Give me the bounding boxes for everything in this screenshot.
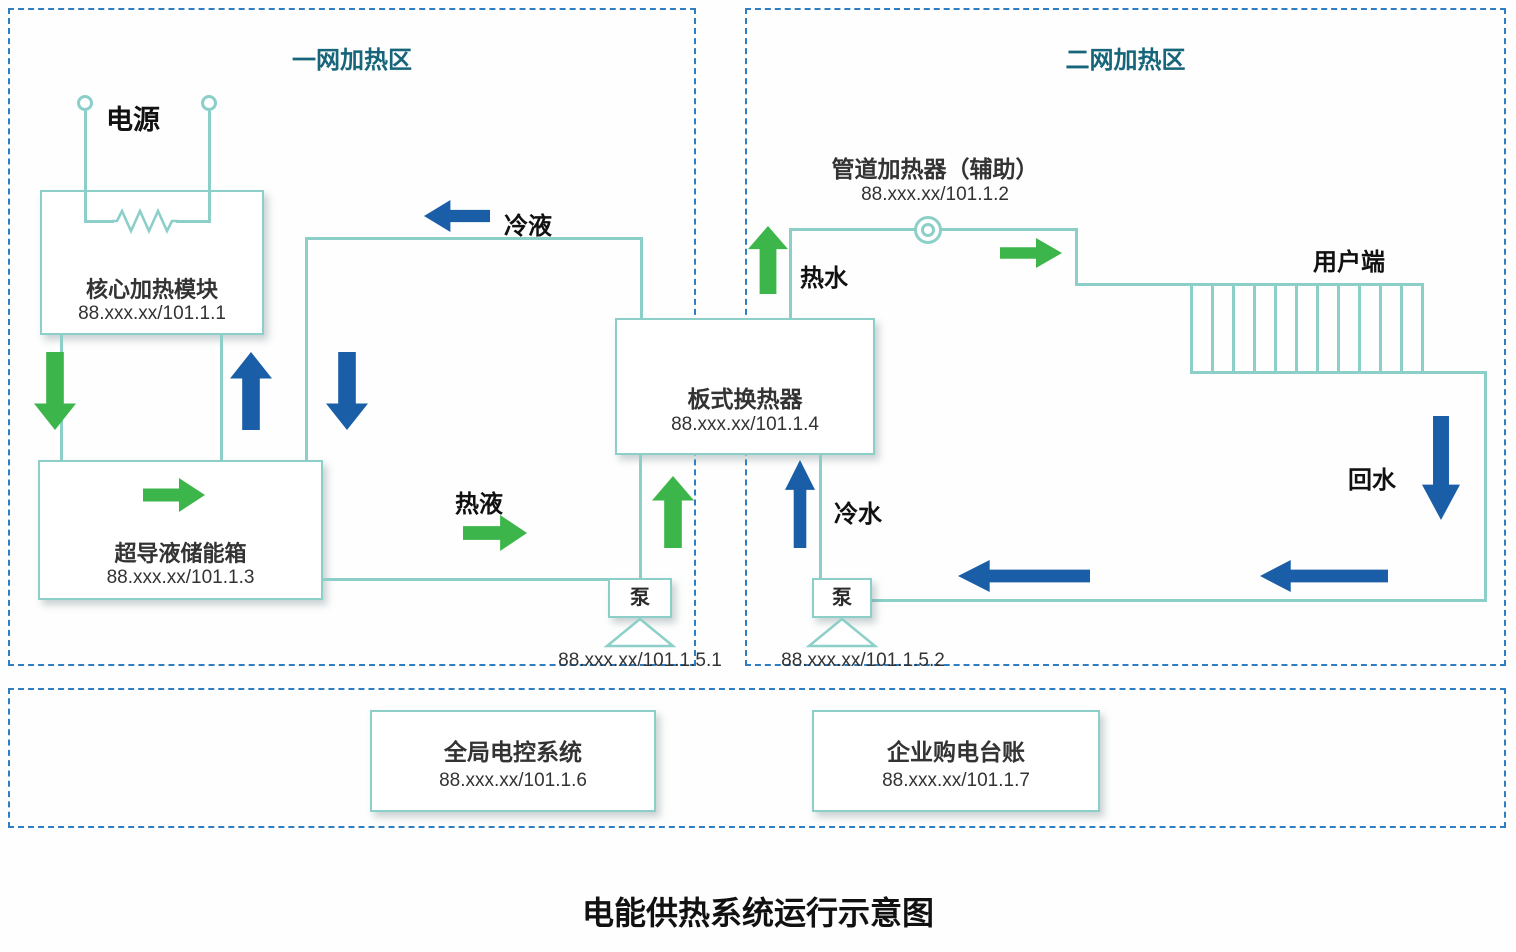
power-terminal-icon — [201, 95, 217, 111]
radiator-fin — [1421, 283, 1424, 373]
radiator-fin — [1295, 283, 1298, 373]
cold-liquid-label: 冷液 — [504, 213, 552, 240]
module-tank-pipe — [220, 335, 223, 460]
pipe-heater-id: 88.xxx.xx/101.1.2 — [861, 184, 1009, 205]
supply-pipe — [1075, 228, 1078, 285]
ledger-id: 88.xxx.xx/101.1.7 — [882, 770, 1030, 791]
cold-liquid-pipe — [640, 237, 643, 318]
radiator-fin — [1316, 283, 1319, 373]
pump1-box: 泵 — [608, 578, 672, 618]
radiator-fin — [1274, 283, 1277, 373]
radiator-fin — [1211, 283, 1214, 373]
control-system-name: 全局电控系统 — [444, 739, 582, 765]
cold-liquid-pipe — [305, 237, 643, 240]
power-wire — [84, 220, 114, 223]
cold-water-label: 冷水 — [834, 501, 882, 528]
pipe-heater-name: 管道加热器（辅助） — [831, 156, 1039, 182]
return-water-label: 回水 — [1348, 467, 1396, 494]
power-label: 电源 — [106, 105, 160, 135]
radiator-fin — [1358, 283, 1361, 373]
ledger-box — [812, 710, 1100, 812]
radiator-fin — [1337, 283, 1340, 373]
diagram-title: 电能供热系统运行示意图 — [581, 895, 934, 931]
pump1-exchanger-pipe — [639, 455, 642, 578]
hot-liquid-label: 热液 — [455, 491, 503, 518]
pump1-stand-icon — [603, 617, 677, 648]
return-water-pipe — [1484, 371, 1487, 602]
radiator-fin — [1379, 283, 1382, 373]
heat-exchanger-id: 88.xxx.xx/101.1.4 — [671, 414, 819, 435]
radiator-fin — [1400, 283, 1403, 373]
pipeline-heater-symbol-inner — [921, 223, 935, 237]
heat-exchanger-box — [615, 318, 875, 455]
core-heating-module-name: 核心加热模块 — [85, 277, 218, 302]
user-end-label: 用户端 — [1313, 249, 1385, 276]
hot-water-label: 热水 — [800, 265, 848, 292]
pump2-box: 泵 — [812, 578, 872, 618]
cold-water-pipe — [819, 455, 822, 578]
heat-exchanger-name: 板式换热器 — [687, 386, 803, 412]
cold-liquid-pipe — [305, 237, 308, 460]
primary-zone-title: 一网加热区 — [292, 47, 412, 74]
power-wire — [84, 111, 87, 222]
pump1-id: 88.xxx.xx/101.1.5.1 — [558, 650, 722, 671]
storage-tank-id: 88.xxx.xx/101.1.3 — [106, 567, 255, 588]
hot-water-pipe — [789, 228, 792, 318]
pump2-stand-icon — [805, 617, 879, 648]
radiator-fin — [1232, 283, 1235, 373]
pump2-id: 88.xxx.xx/101.1.5.2 — [781, 650, 945, 671]
resistor-coil-icon — [112, 207, 178, 235]
core-heating-module-id: 88.xxx.xx/101.1.1 — [78, 303, 226, 324]
power-wire — [208, 111, 211, 223]
return-water-pipe — [872, 599, 1487, 602]
hot-liquid-pipe — [323, 578, 608, 581]
control-system-box — [370, 710, 656, 812]
radiator-fin — [1190, 283, 1193, 373]
control-system-id: 88.xxx.xx/101.1.6 — [439, 770, 587, 791]
power-terminal-icon — [77, 95, 93, 111]
ledger-name: 企业购电台账 — [887, 739, 1025, 765]
radiator-top-rail — [1075, 283, 1423, 286]
control-zone-frame — [8, 688, 1506, 828]
power-wire — [176, 220, 210, 223]
storage-tank-name: 超导液储能箱 — [114, 541, 247, 566]
radiator-fin — [1253, 283, 1256, 373]
secondary-zone-title: 二网加热区 — [1065, 47, 1186, 74]
core-heating-module-box — [40, 190, 264, 335]
